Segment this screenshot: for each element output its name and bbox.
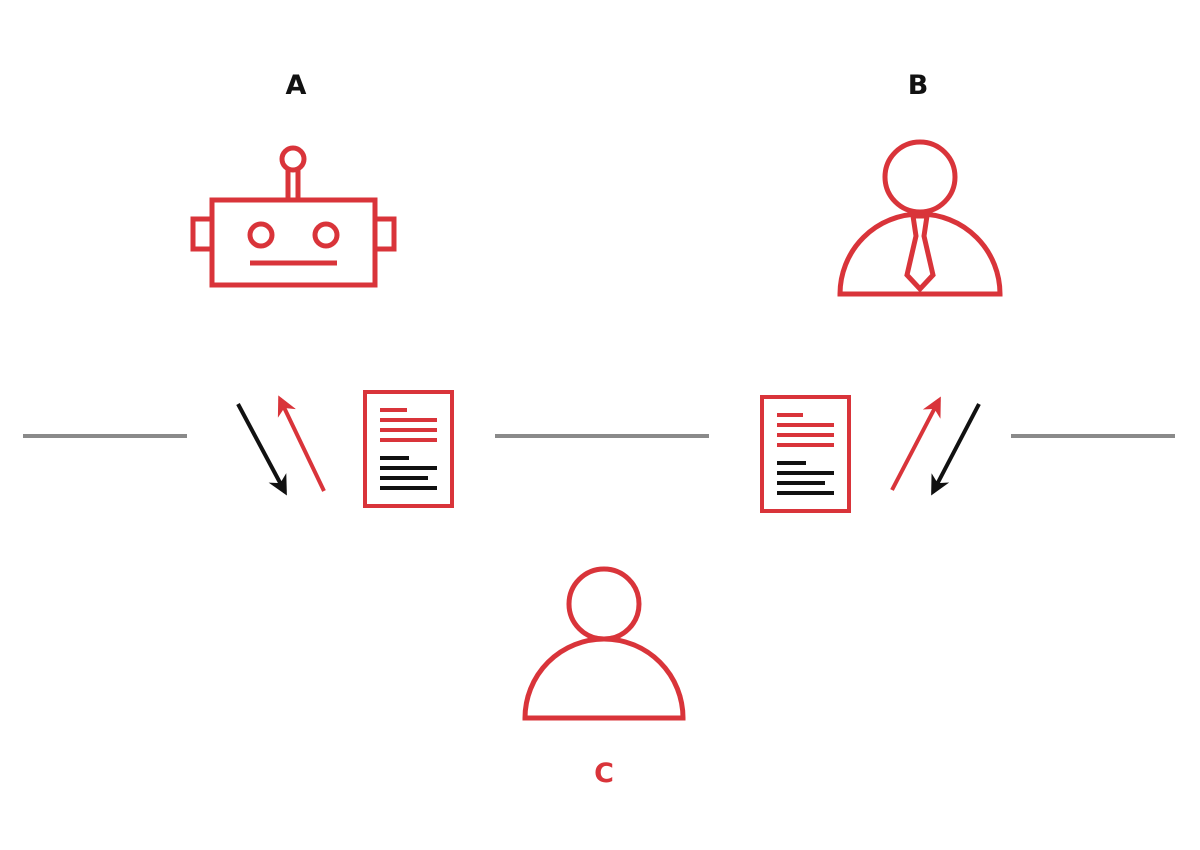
arrow-down-dark-right <box>931 403 981 496</box>
participant-label-a: A <box>285 70 307 101</box>
participant-label-b: B <box>907 70 929 101</box>
arrows-left <box>236 395 326 496</box>
arrow-up-red-left <box>277 395 326 492</box>
robot-icon <box>190 145 397 288</box>
arrows-right <box>890 396 981 496</box>
arrow-up-red-right <box>890 396 941 491</box>
document-icon-left <box>363 390 454 508</box>
person-with-tie-icon <box>837 139 1003 297</box>
participant-label-c: C <box>594 758 614 789</box>
document-icon-right <box>760 395 851 513</box>
person-icon <box>522 566 686 721</box>
arrow-down-dark-left <box>236 403 287 496</box>
